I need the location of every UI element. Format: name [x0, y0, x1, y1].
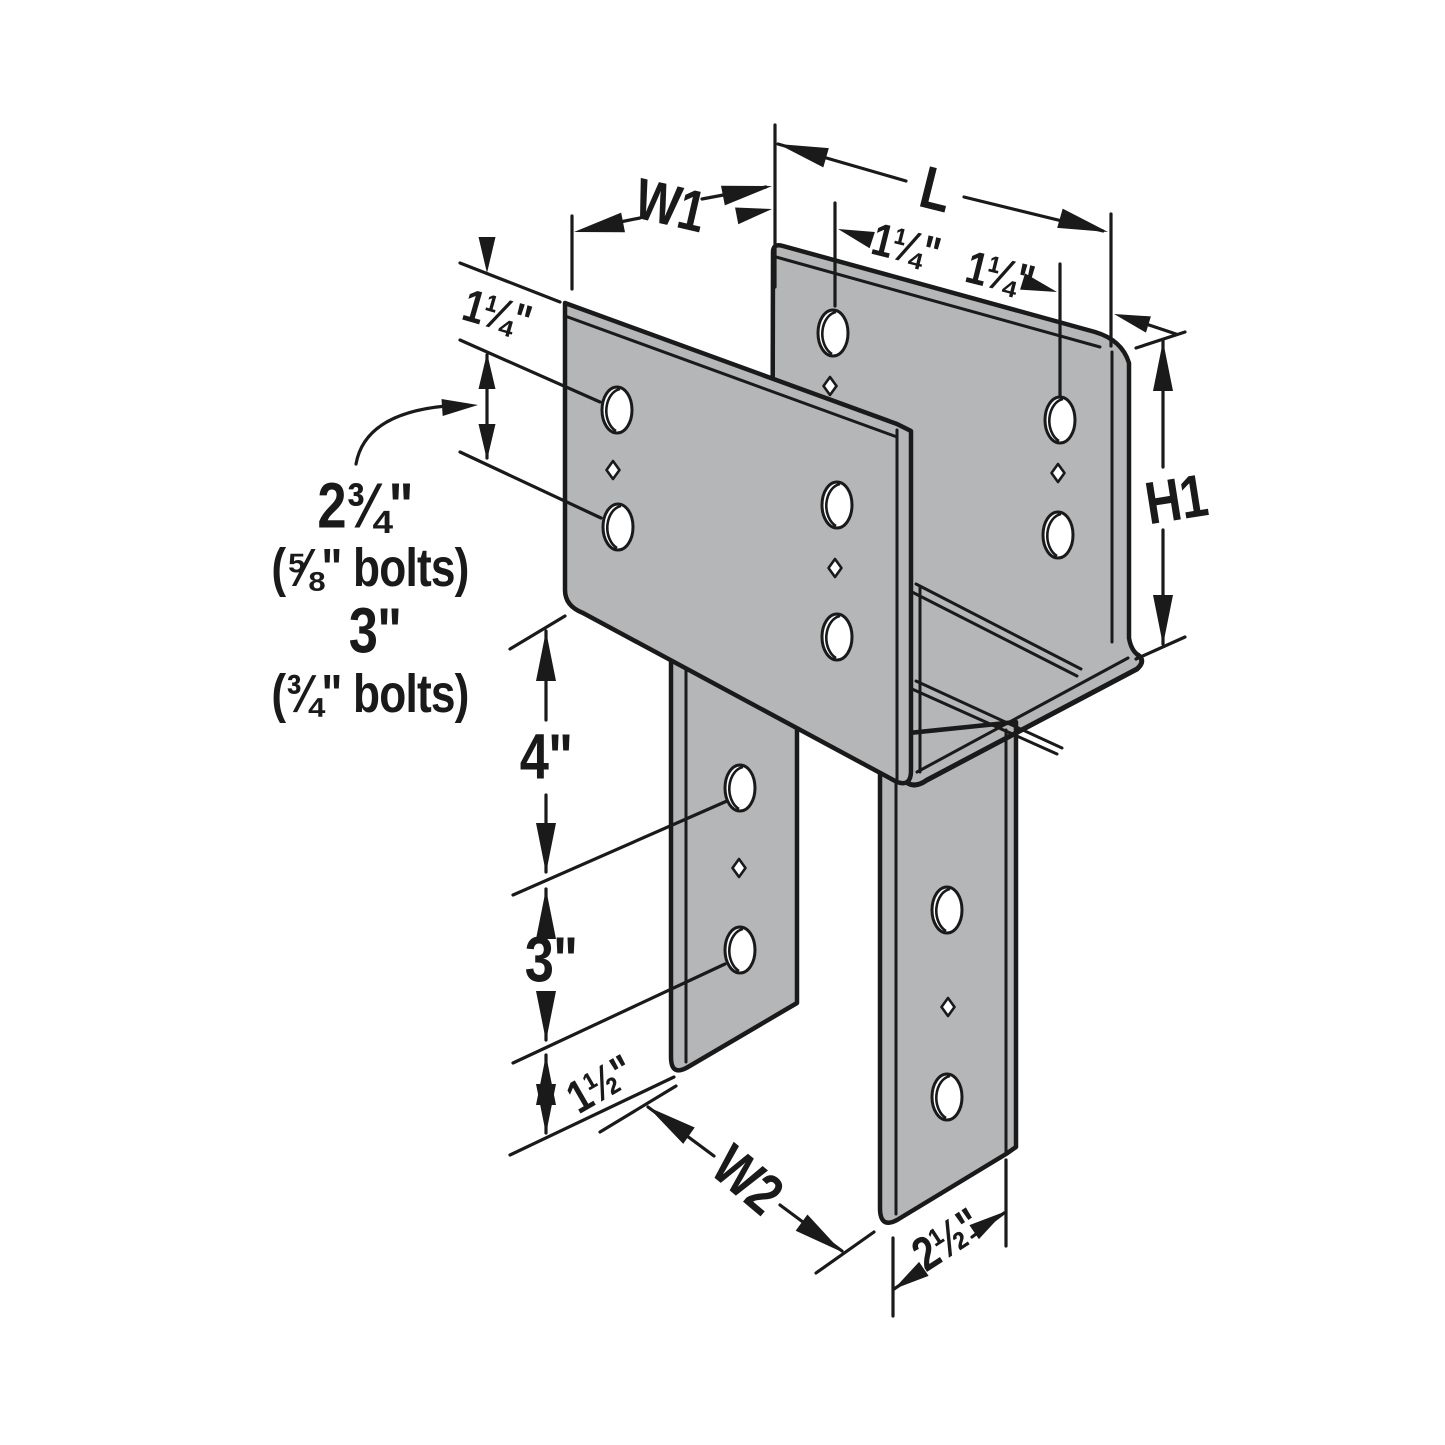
front-plate-bolt-hole: [820, 480, 854, 530]
front-plate-top-thickness-line: [563, 314, 899, 439]
arrowhead: [1111, 305, 1151, 333]
spacing-34-note-label: (¾" bolts): [271, 664, 468, 724]
w1-label: W1: [629, 167, 712, 246]
spacing-58-label: 2¾": [317, 470, 412, 541]
strap-end-offset-label: 1½": [558, 1045, 642, 1123]
diamond-hole: [940, 996, 956, 1018]
dim-h1: H1: [1134, 330, 1212, 661]
arrowhead: [835, 220, 875, 249]
front-plate-bolt-hole: [600, 385, 634, 435]
dim-line: [646, 1105, 716, 1158]
spacing-34-label: 3": [349, 595, 401, 666]
arrowhead: [478, 237, 496, 273]
extension-tick: [814, 1230, 876, 1275]
back-plate-bolt-hole: [1043, 395, 1077, 445]
channel-inner-end-line: [915, 656, 1130, 774]
extension-tick: [1134, 330, 1187, 350]
seat-back-fold-line-2: [910, 590, 1079, 678]
extension-tick: [508, 614, 567, 651]
extension-tick: [1134, 635, 1187, 661]
arrowhead: [536, 991, 556, 1041]
arrowhead: [536, 823, 556, 873]
seat-back-fold-line: [914, 582, 1083, 671]
right-column-strap: [877, 719, 1019, 1225]
seat-front-fold-line: [914, 679, 1064, 750]
dim-line: [892, 1269, 923, 1291]
strap-top-offset-label: 4": [520, 721, 572, 792]
curved-leader: [354, 404, 448, 466]
front-plate-bolt-hole: [820, 612, 854, 662]
extension-leader: [508, 1075, 676, 1157]
seat-channel-end: [901, 582, 1145, 788]
diamond-hole: [1050, 462, 1066, 484]
arrowhead: [572, 212, 625, 242]
back-plate-bolt-hole: [1041, 510, 1075, 560]
w2-label: W2: [700, 1133, 795, 1227]
channel-outer-bottom-edge: [901, 652, 1145, 788]
extension-leader: [458, 261, 562, 304]
extension-tick: [598, 1084, 678, 1134]
back-plate-top-thickness-line: [774, 255, 1102, 349]
diamond-hole: [827, 557, 843, 579]
strap-bolt-hole: [930, 885, 964, 935]
front-plate-bolt-hole: [601, 502, 635, 552]
bolt-spacing-note: 2¾" (⅝" bolts) 3" (¾" bolts): [271, 470, 469, 724]
dim-line: [618, 216, 642, 224]
extension-leader: [511, 799, 729, 897]
strap-bolt-hole: [723, 763, 757, 813]
diamond-hole: [731, 857, 747, 879]
strap-bolt-hole: [930, 1072, 964, 1122]
strap-bolt-hole: [723, 925, 757, 975]
front-plate: [562, 300, 914, 786]
dim-line: [776, 142, 908, 183]
arrowhead: [795, 1214, 848, 1261]
arrowhead: [1057, 208, 1111, 242]
extension-leader: [458, 338, 602, 404]
left-strap-silhouette: [668, 632, 800, 1073]
back-plate-bolt-hole: [816, 308, 850, 358]
arrowhead: [478, 424, 496, 460]
arrowhead: [441, 396, 479, 416]
diamond-hole: [822, 375, 838, 397]
dim-w1: W1: [570, 167, 774, 291]
arrow-tail: [1144, 322, 1178, 336]
strap-hole-spacing-label: 3": [525, 924, 577, 995]
seat-front-fold-line-2: [910, 687, 1059, 756]
dim-w2: W2: [598, 1084, 876, 1275]
arrowhead: [721, 176, 774, 206]
front-plate-silhouette: [562, 300, 914, 786]
spacing-58-note-label: (⅝" bolts): [271, 538, 468, 598]
arrowhead: [735, 200, 774, 225]
arrowhead: [536, 1084, 556, 1134]
right-strap-silhouette: [877, 719, 1019, 1225]
extension-leader: [458, 450, 603, 520]
left-column-strap: [668, 632, 800, 1073]
diamond-hole: [605, 459, 621, 481]
arrowhead: [1153, 595, 1173, 645]
extension-leader: [511, 962, 727, 1065]
l-label: L: [914, 153, 959, 226]
h1-label: H1: [1140, 461, 1211, 538]
